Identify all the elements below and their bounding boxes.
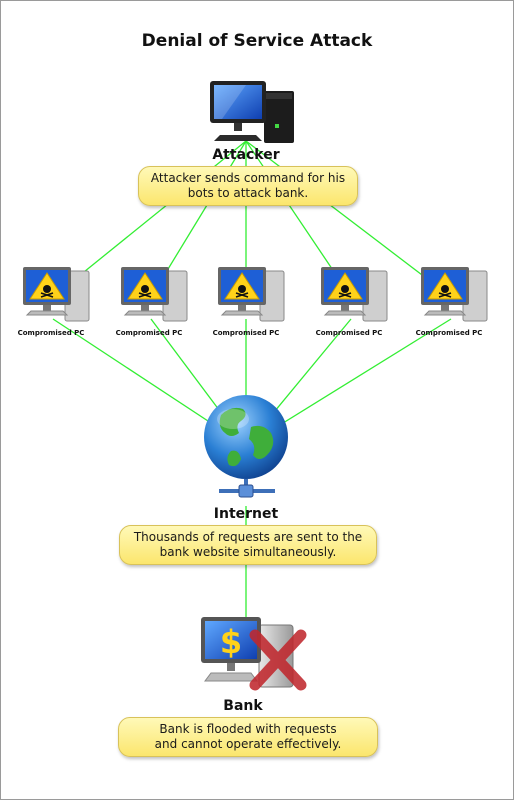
bank-computer-icon: $ <box>201 617 307 691</box>
compromised-pc-icon <box>121 267 188 322</box>
diagram-title: Denial of Service Attack <box>141 31 373 51</box>
compromised-pc-label: Compromised PC <box>315 329 383 337</box>
attacker-note-line-2: bots to attack bank. <box>187 186 309 200</box>
bank-label: Bank <box>223 698 263 714</box>
compromised-pc-icon <box>23 267 90 322</box>
bank-note-line-1: Bank is flooded with requests <box>159 722 337 736</box>
attacker-note: Attacker sends command for his bots to a… <box>138 166 358 206</box>
internet-note: Thousands of requests are sent to the ba… <box>119 525 377 565</box>
compromised-pc-label: Compromised PC <box>17 329 85 337</box>
compromised-pc-5 <box>419 265 493 325</box>
compromised-pc-label: Compromised PC <box>212 329 280 337</box>
svg-text:$: $ <box>220 623 242 661</box>
compromised-pc-label: Compromised PC <box>415 329 483 337</box>
internet-label: Internet <box>213 506 279 522</box>
compromised-pc-3 <box>216 265 290 325</box>
attacker-note-line-1: Attacker sends command for his <box>150 171 346 185</box>
compromised-pc-1 <box>21 265 95 325</box>
internet-note-line-2: bank website simultaneously. <box>159 545 337 559</box>
internet-globe-icon <box>204 395 288 498</box>
compromised-pc-4 <box>319 265 393 325</box>
bank-note: Bank is flooded with requests and cannot… <box>118 717 378 757</box>
compromised-pc-2 <box>119 265 193 325</box>
attacker-computer-icon <box>210 81 294 143</box>
internet-note-line-1: Thousands of requests are sent to the <box>133 530 363 544</box>
compromised-pc-label: Compromised PC <box>115 329 183 337</box>
compromised-pc-icon <box>421 267 488 322</box>
compromised-pc-icon <box>321 267 388 322</box>
bank-note-line-2: and cannot operate effectively. <box>154 737 342 751</box>
attacker-label: Attacker <box>212 147 280 163</box>
compromised-pc-icon <box>218 267 285 322</box>
